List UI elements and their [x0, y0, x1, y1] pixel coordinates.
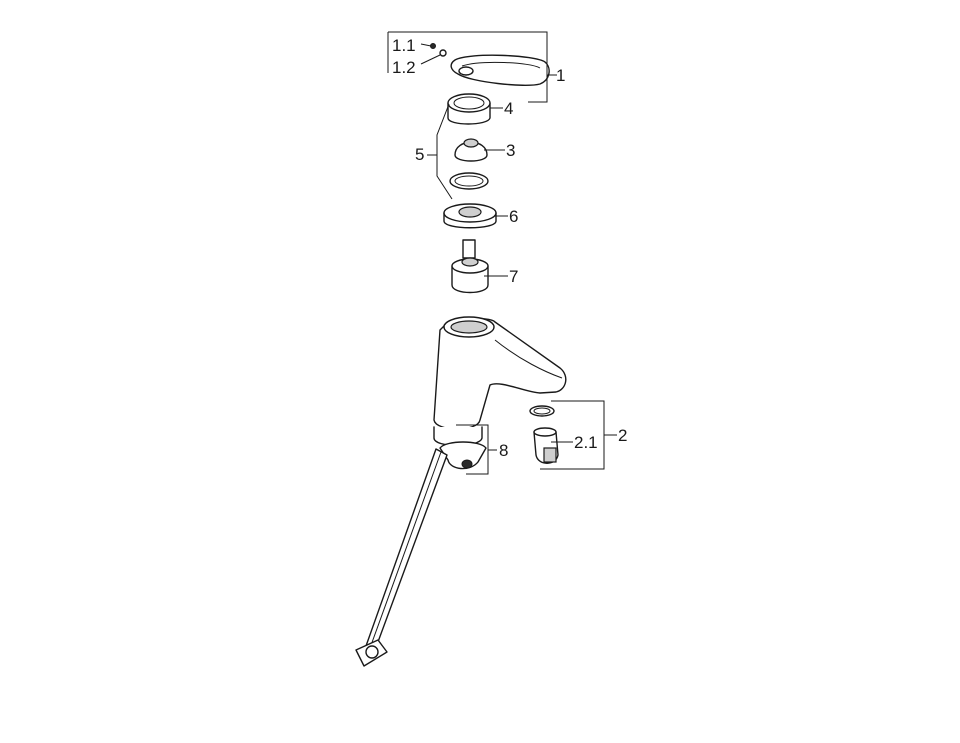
- part-7-cartridge: [451, 239, 489, 294]
- callout-7: 7: [509, 267, 518, 286]
- part-1-lever-handle: [450, 54, 550, 86]
- callout-8: 8: [499, 441, 508, 460]
- part-8-base-fitting: [439, 441, 487, 470]
- callout-6: 6: [509, 207, 518, 226]
- part-1-1-screw: [420, 43, 436, 49]
- callout-2-1: 2.1: [574, 433, 598, 452]
- part-2-aerator-ring: [529, 405, 555, 417]
- faucet-body: [433, 316, 567, 447]
- supply-hose: [355, 448, 448, 667]
- callout-3: 3: [506, 141, 515, 160]
- callout-4: 4: [504, 99, 513, 118]
- callout-1-2: 1.2: [392, 58, 416, 77]
- part-1-2-screw: [420, 49, 447, 65]
- part-4-cap-ring: [447, 93, 491, 125]
- part-6-nut: [443, 203, 497, 229]
- bracket-1-right: [388, 31, 548, 103]
- callout-5: 5: [415, 145, 424, 164]
- part-5-o-ring: [449, 172, 489, 190]
- callout-1-1: 1.1: [392, 36, 416, 55]
- callout-1: 1: [556, 66, 565, 85]
- part-3-dome: [454, 138, 488, 162]
- callout-2: 2: [618, 426, 627, 445]
- part-2-1-aerator-insert: [533, 427, 559, 464]
